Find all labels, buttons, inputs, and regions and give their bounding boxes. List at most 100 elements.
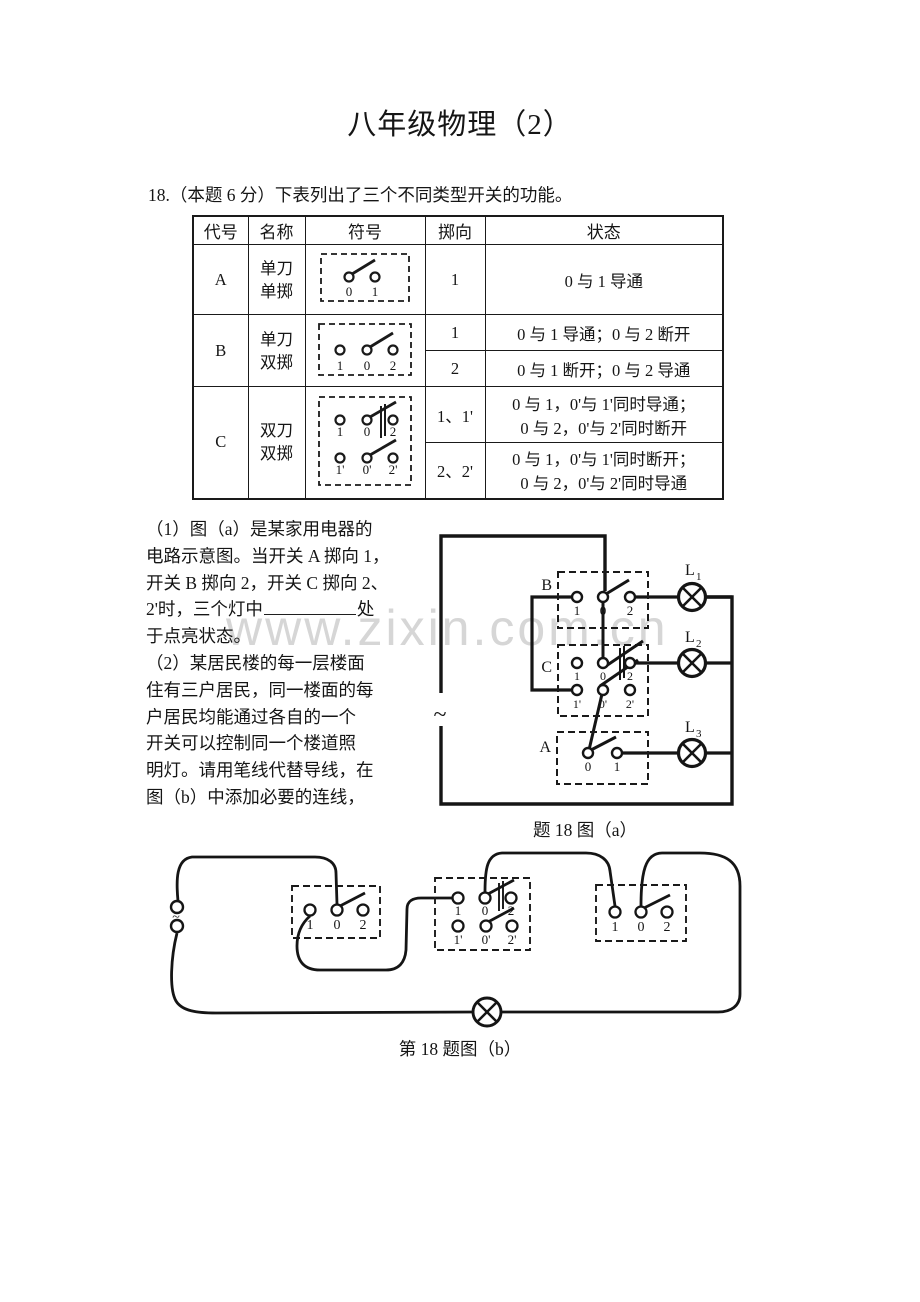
switch-a: A 0 1: [539, 731, 649, 785]
q2-line: 开关可以控制同一个楼道照: [146, 733, 356, 754]
table-row-c2: 2、2' 0 与 1，0'与 1'同时断开； 0 与 2，0'与 2'同时导通: [193, 442, 724, 499]
wire: [483, 851, 617, 907]
q1-line: 电路示意图。当开关 A 掷向 1，: [146, 545, 390, 566]
lamp-icon: [471, 996, 503, 1028]
page-title: 八年级物理（2）: [347, 109, 573, 141]
terminal-label: 2': [626, 697, 634, 711]
col-header-symbol: 符号: [304, 215, 426, 245]
throw-b2: 2: [424, 350, 486, 387]
ac-source-icon: ~: [434, 702, 447, 728]
lamp-label: L: [685, 562, 695, 579]
q1-blank-line: 2'时，三个灯中处: [146, 599, 375, 620]
terminal-label: 2: [627, 603, 634, 618]
wire: [439, 534, 607, 693]
code-a: A: [192, 244, 249, 315]
terminal-label: 2': [389, 462, 398, 477]
lamp-L3-icon: L 3: [676, 719, 708, 769]
switch-c: C 1 0 2 1' 0' 2': [541, 639, 649, 717]
throw-c1: 1、1': [424, 386, 486, 443]
terminal-label: 0: [600, 669, 606, 683]
terminal-label: 2: [390, 358, 397, 373]
terminal-label: 0': [363, 462, 372, 477]
terminal-label: 0: [600, 603, 607, 618]
terminal-label: 1: [307, 918, 314, 933]
lamp-label: L: [685, 719, 695, 736]
q1-line: 开关 B 掷向 2，开关 C 掷向 2、: [146, 572, 389, 593]
terminal-label: 0: [346, 284, 353, 299]
name-b: 单刀 双掷: [247, 314, 306, 387]
terminal-label: 2: [664, 920, 671, 935]
spst-switch-symbol: 0 1: [320, 252, 410, 302]
ac-source-icon: ~: [169, 899, 185, 934]
throw-b1: 1: [424, 314, 486, 351]
q2-line: 住有三户居民，同一楼面的每: [146, 679, 374, 700]
q2-line: 户居民均能通过各自的一个: [146, 706, 356, 727]
table-row-c1: C 双刀 双掷 1: [192, 386, 724, 499]
table-row-a: A 单刀 单掷 0 1 1 0 与 1 导通: [192, 244, 724, 315]
terminal-label: 0: [364, 424, 371, 439]
lamp-L1-icon: L 1: [676, 562, 708, 613]
terminal-label: 2: [360, 918, 367, 933]
col-header-name: 名称: [247, 215, 306, 245]
name-c: 双刀 双掷: [247, 386, 306, 499]
q2-line: 明灯。请用笔线代替导线，在: [146, 760, 374, 781]
question-18-intro: 18.（本题 6 分）下表列出了三个不同类型开关的功能。: [148, 185, 573, 205]
terminal-label: 1: [574, 603, 581, 618]
terminal-label: 2: [508, 903, 515, 918]
terminal-label: 1: [337, 358, 344, 373]
switch-b: B 1 0 2: [541, 571, 649, 629]
terminal-label: 0: [482, 903, 489, 918]
symbol-b-cell: 1 0 2: [304, 314, 426, 387]
switch-box-2: 1 0 2 1' 0' 2': [434, 877, 531, 951]
terminal-label: 0': [599, 697, 607, 711]
code-b: B: [192, 314, 249, 387]
switch-function-table: 代号 名称 符号 掷向 状态 A 单刀 单掷 0 1: [192, 215, 724, 500]
name-a: 单刀 单掷: [247, 244, 306, 315]
wire: [295, 896, 452, 972]
symbol-c-cell: 1 0 2 1' 0' 2': [304, 386, 426, 499]
state-c1: 0 与 1，0'与 1'同时导通； 0 与 2，0'与 2'同时断开: [484, 386, 724, 443]
terminal-label: 0': [482, 932, 491, 947]
table-row-b1: B 单刀 双掷 1 0 2 1 0 与 1 导: [192, 314, 724, 387]
lamp-label-sub: 1: [696, 571, 702, 583]
tilde-label: ~: [172, 910, 180, 925]
wire: [175, 855, 339, 905]
table-row-b2: 2 0 与 1 断开；0 与 2 导通: [193, 350, 724, 387]
terminal-label: 2: [627, 669, 633, 683]
terminal-label: 0: [364, 358, 371, 373]
throw-c2: 2、2': [424, 442, 486, 499]
circuit-diagram-b: ~ 1 0 2 1 0 2: [169, 851, 742, 1028]
symbol-a-cell: 0 1: [304, 244, 426, 315]
terminal-label: 1: [455, 903, 462, 918]
terminal-label: 0: [585, 759, 592, 774]
terminal-label: 1': [573, 697, 581, 711]
terminal-label: 1: [337, 424, 344, 439]
throw-a1: 1: [424, 244, 486, 315]
terminal-label: 1': [454, 932, 463, 947]
question-text-block: （1）图（a）是某家用电器的 电路示意图。当开关 A 掷向 1， 开关 B 掷向…: [146, 516, 448, 811]
wire: [530, 595, 572, 692]
wire: [501, 851, 742, 1014]
col-header-code: 代号: [192, 215, 249, 245]
state-a1: 0 与 1 导通: [484, 244, 724, 315]
switch-c-label: C: [541, 659, 552, 676]
table-header-row: 代号 名称 符号 掷向 状态: [192, 215, 724, 245]
switch-box-1: 1 0 2: [291, 885, 381, 939]
terminal-label: 2: [390, 424, 397, 439]
terminal-label: 0: [638, 920, 645, 935]
col-header-throw: 掷向: [424, 215, 486, 245]
switch-box-3: 1 0 2: [595, 884, 687, 942]
q2-line: （2）某居民楼的每一层楼面: [146, 652, 365, 673]
terminal-label: 0: [334, 918, 341, 933]
wire: [170, 932, 474, 1015]
col-header-state: 状态: [484, 215, 724, 245]
q2-line: 图（b）中添加必要的连线，: [146, 786, 365, 807]
terminal-label: 1: [612, 920, 619, 935]
terminal-label: 2': [508, 932, 517, 947]
terminal-label: 1': [336, 462, 345, 477]
lamp-L2-icon: L 2: [676, 629, 708, 679]
lamp-label-sub: 2: [696, 638, 702, 650]
code-c: C: [192, 386, 249, 499]
caption-figure-a: 题 18 图（a）: [532, 820, 638, 840]
